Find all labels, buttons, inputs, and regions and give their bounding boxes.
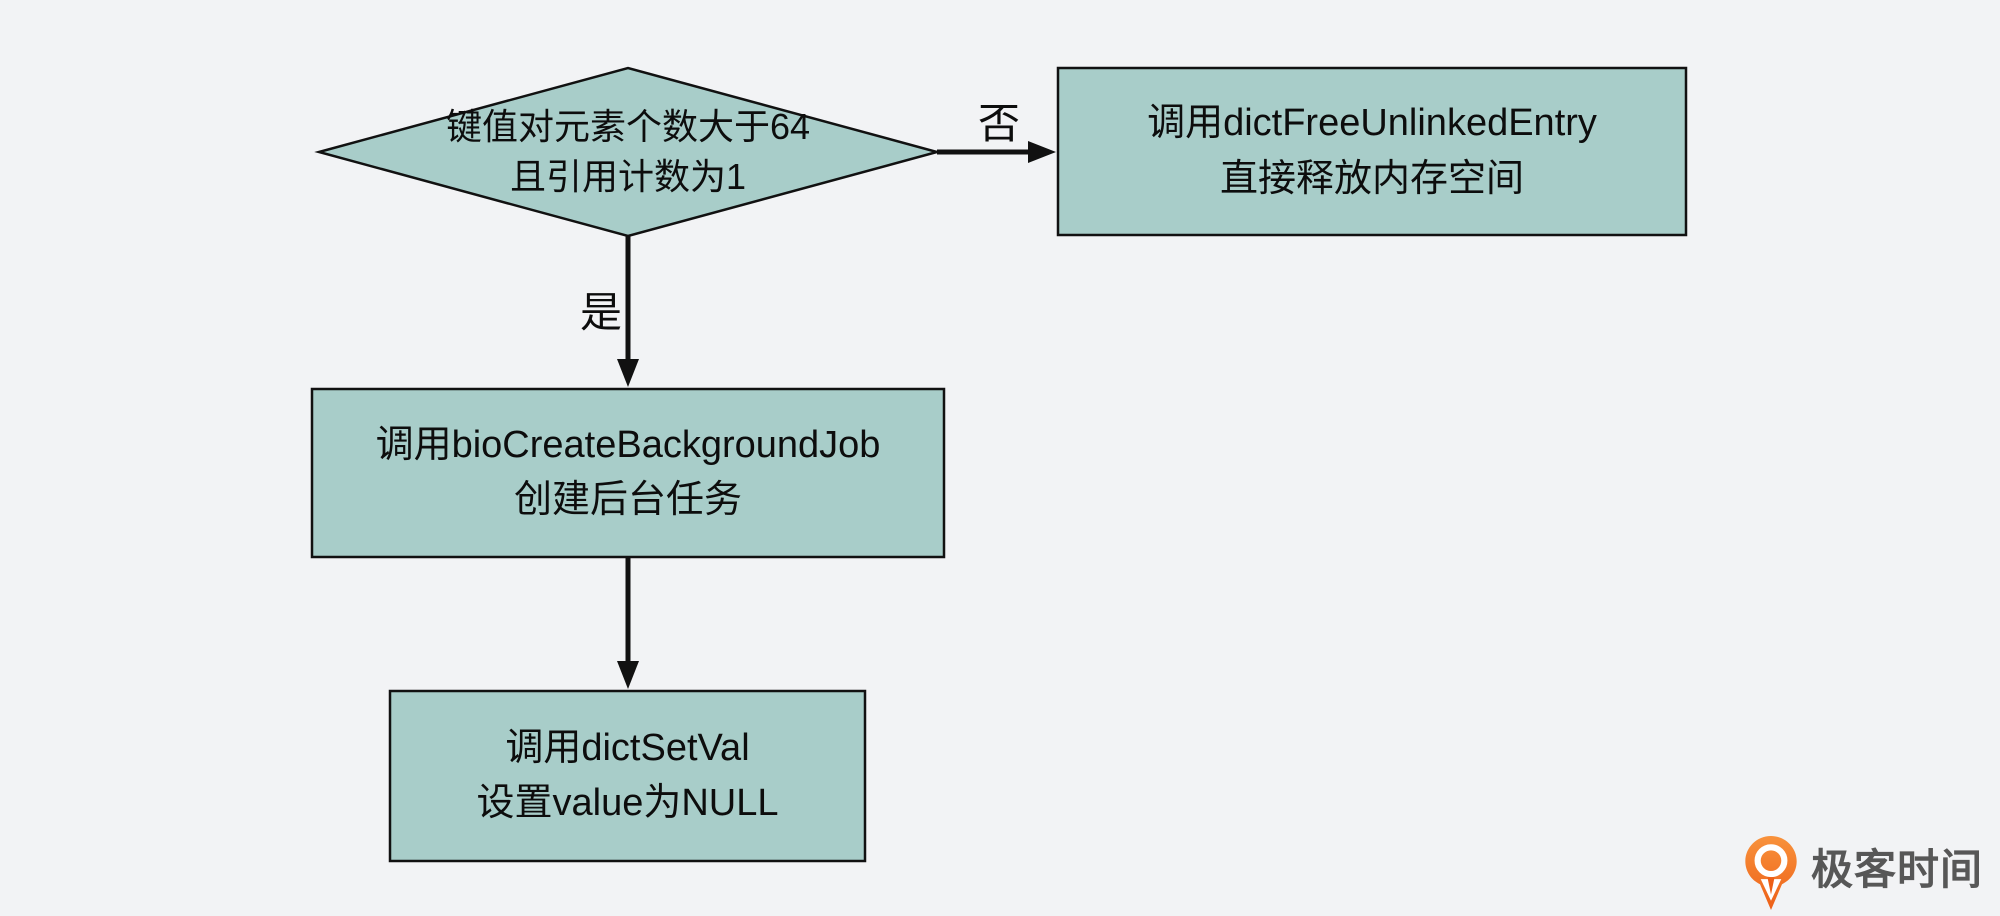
geektime-pin-logo-icon xyxy=(1745,836,1797,910)
process-box-setval-shape xyxy=(388,689,867,863)
edge-bio-to-setval-arrowhead-icon xyxy=(617,661,639,689)
edge-label-yes: 是 xyxy=(580,289,623,336)
process-box-bio-shape xyxy=(310,387,946,559)
edge-no-arrowhead-icon xyxy=(1028,141,1056,163)
edge-label-no: 否 xyxy=(978,100,1021,147)
geektime-brand-text: 极客时间 xyxy=(1811,846,1984,893)
decision-diamond-shape xyxy=(314,66,942,238)
process-box-free-shape xyxy=(1056,66,1688,237)
geektime-watermark: 极客时间 xyxy=(1744,835,1983,911)
edge-yes-arrowhead-icon xyxy=(617,359,639,387)
